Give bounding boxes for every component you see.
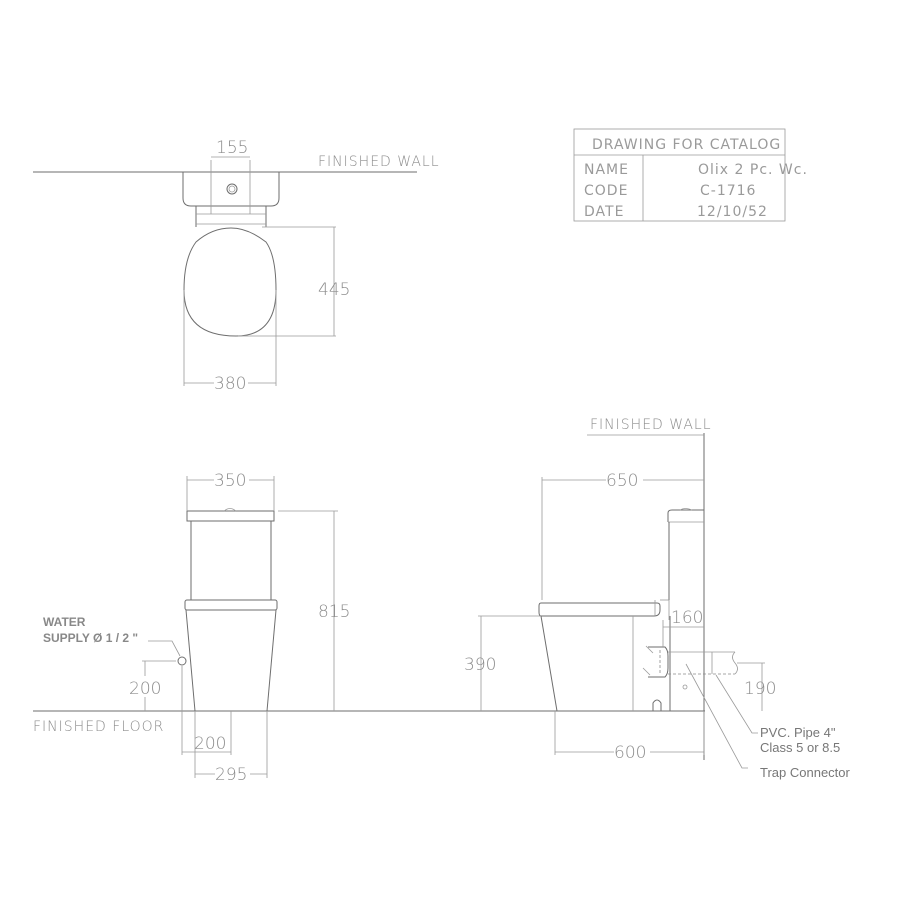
dim-base-depth-side: 600: [614, 743, 646, 763]
dim-base-width-front: 295: [215, 765, 247, 785]
dim-seat-height-side: 390: [464, 655, 496, 675]
title-block-date-label: DATE: [584, 204, 624, 220]
trap-connector-shape: [648, 646, 669, 678]
front-view: 350 815 WATER SUPPLY Ø 1 / 2 " 200 FINIS…: [33, 471, 350, 785]
plan-view: FINISHED WALL 155 445 380: [33, 138, 440, 394]
finished-wall-label-side: FINISHED WALL: [590, 417, 712, 433]
bowl-plan: [183, 227, 277, 337]
flush-button-icon: [226, 183, 238, 195]
side-view: FINISHED WALL 650 16: [464, 417, 851, 780]
title-block-code-value: C-1716: [700, 183, 756, 199]
title-block-name-label: NAME: [584, 162, 629, 178]
title-block-name-value: Olix 2 Pc. Wc.: [698, 162, 808, 178]
dim-total-depth-side: 650: [606, 471, 638, 491]
tank-side: [667, 509, 704, 522]
tank-lid-front: [186, 510, 275, 522]
trap-connector-label: Trap Connector: [760, 765, 851, 780]
water-supply-icon: [177, 656, 187, 666]
trap-connector-leader: [685, 663, 748, 769]
water-supply-label-line2: SUPPLY Ø 1 / 2 ": [43, 631, 138, 645]
dim-length-plan: 445: [318, 280, 350, 300]
title-block: DRAWING FOR CATALOG NAME Olix 2 Pc. Wc. …: [573, 128, 808, 222]
water-supply-label-line1: WATER: [43, 615, 86, 629]
seat-side: [538, 602, 661, 617]
seat-front: [184, 599, 278, 611]
dim-supply-offset-front: 200: [194, 734, 226, 754]
bowl-side-front: [540, 615, 558, 712]
dim-outlet-height-side: 190: [744, 679, 776, 699]
bowl-front-right: [266, 609, 277, 712]
dim-tank-width-front: 350: [214, 471, 246, 491]
dim-outlet-offset-side: 160: [671, 608, 703, 628]
dim-supply-height-front: 200: [129, 679, 161, 699]
dim-outlet-width-plan: 155: [216, 138, 248, 158]
pvc-pipe-leader: [715, 674, 758, 734]
title-block-code-label: CODE: [584, 183, 628, 199]
dim-total-height-front: 815: [318, 602, 350, 622]
dim-width-plan: 380: [214, 374, 246, 394]
title-block-date-value: 12/10/52: [697, 204, 768, 220]
pvc-pipe-label-line2: Class 5 or 8.5: [760, 740, 840, 755]
pvc-pipe-label-line1: PVC. Pipe 4": [760, 725, 836, 740]
finished-wall-label-plan: FINISHED WALL: [318, 154, 440, 170]
bowl-front-left: [185, 609, 196, 712]
water-supply-leader: [148, 640, 181, 657]
tank-plan: [182, 172, 280, 207]
finished-floor-label: FINISHED FLOOR: [33, 719, 164, 735]
title-block-heading: DRAWING FOR CATALOG: [592, 137, 781, 153]
